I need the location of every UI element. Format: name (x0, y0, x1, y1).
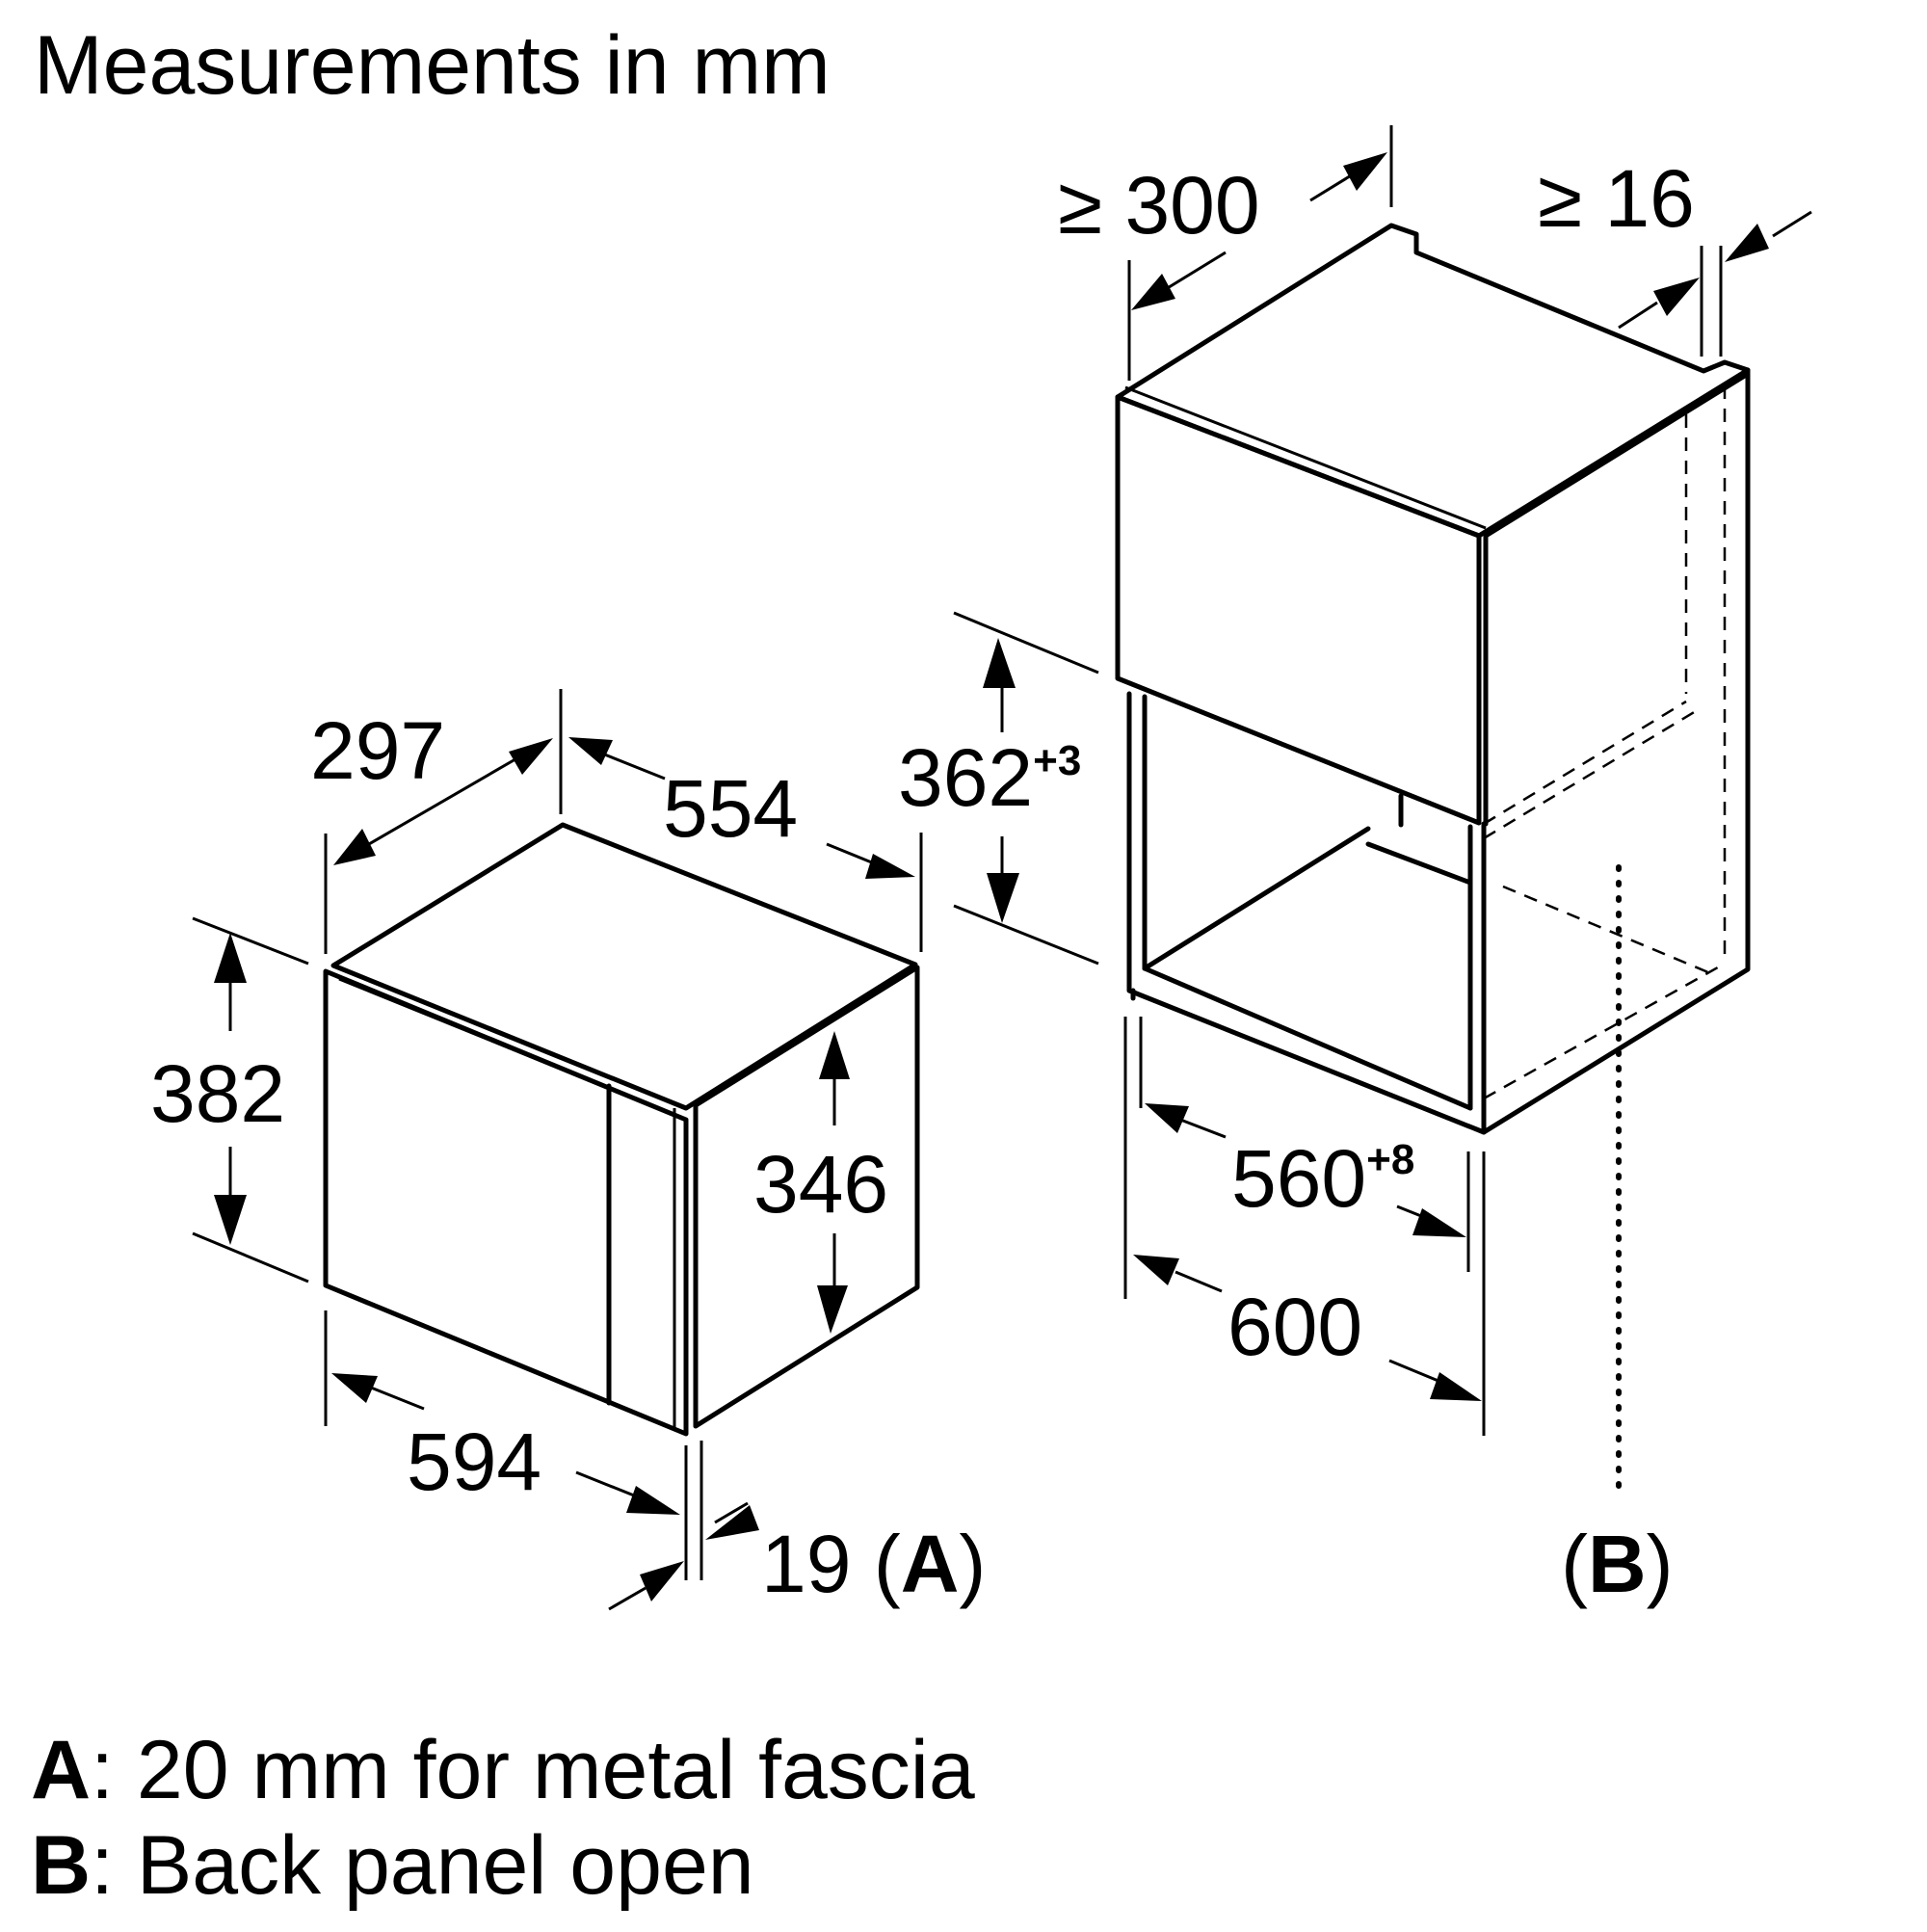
appliance-drawing: 297 554 382 346 594 19 (A) (150, 689, 986, 1611)
dim-label-300: ≥ 300 (1058, 160, 1260, 251)
arrow-560-b (1412, 1208, 1466, 1237)
niche-hidden-line (1483, 700, 1687, 826)
dim-label-19: 19 (A) (761, 1519, 986, 1609)
dim-label-594: 594 (407, 1416, 541, 1507)
dim-line-16-b (1772, 210, 1812, 238)
arrow-19-b (640, 1561, 684, 1601)
back-panel-ref: (B) (1561, 1519, 1674, 1609)
arrow-600-a (1133, 1255, 1179, 1285)
arrow-300-b (1343, 152, 1387, 191)
niche-hidden-line (1483, 709, 1697, 840)
note-b: B: Back panel open (31, 1819, 754, 1912)
dim-label-297: 297 (310, 705, 445, 796)
arrow-560-a (1145, 1103, 1189, 1133)
dim-label-16: ≥ 16 (1538, 153, 1695, 244)
arrow-362-a (983, 638, 1016, 688)
dim-line-560-a (1175, 1116, 1227, 1139)
niche-right-wall (1481, 367, 1751, 1135)
note-a: A: 20 mm for metal fascia (31, 1724, 975, 1816)
dim-line-554-b (826, 842, 880, 867)
drawing-title: Measurements in mm (34, 19, 831, 112)
dim-label-382: 382 (150, 1048, 285, 1139)
niche-drawing: ≥ 300 ≥ 16 362+3 560+8 600 (B) (898, 125, 1812, 1609)
niche-inner-bottom (1142, 966, 1473, 1111)
dim-label-346: 346 (753, 1139, 888, 1230)
notes-legend: A: 20 mm for metal fascia B: Back panel … (31, 1724, 975, 1912)
dim-line-594-b (575, 1470, 645, 1501)
dim-line-594-a (370, 1386, 425, 1411)
dim-line-19-b (608, 1586, 647, 1611)
arrow-346-a (819, 1031, 850, 1079)
arrow-594-b (626, 1486, 680, 1515)
niche-hidden-line (1483, 962, 1726, 1100)
dim-label-554: 554 (663, 763, 798, 854)
arrow-16-b (1725, 224, 1769, 262)
arrow-16-a (1653, 278, 1700, 316)
appliance-fascia-edge (338, 977, 687, 1122)
arrow-554-b (865, 854, 915, 879)
arrow-600-b (1430, 1372, 1482, 1401)
appliance-top (330, 822, 918, 1111)
dim-line-297 (361, 754, 521, 850)
niche-floor-back-edge (1142, 826, 1371, 971)
arrow-297-b (509, 738, 553, 775)
niche-floor-ledge (1365, 841, 1473, 886)
dim-label-362: 362+3 (898, 732, 1081, 823)
dim-line-19-a (714, 1501, 749, 1524)
dim-line-554-a (596, 750, 666, 781)
ext-line (192, 916, 309, 966)
ext-line (953, 611, 1099, 675)
dim-line-300-b (1309, 172, 1354, 202)
ext-line (953, 904, 1099, 966)
dim-label-600: 600 (1227, 1282, 1362, 1372)
niche-top-side-edge (1483, 371, 1751, 539)
dim-label-560: 560+8 (1231, 1133, 1414, 1224)
arrow-554-a (568, 737, 613, 765)
niche-left-wall (1126, 691, 1487, 1135)
arrow-382-a (214, 933, 247, 983)
dim-line-600-b (1388, 1359, 1446, 1386)
arrow-346-b (817, 1285, 848, 1334)
arrow-297-a (333, 829, 376, 865)
arrow-300-a (1131, 274, 1175, 310)
arrow-382-b (214, 1195, 247, 1245)
dim-line-16-a (1618, 301, 1658, 330)
arrow-362-b (987, 873, 1019, 923)
appliance-front (323, 968, 689, 1437)
arrow-594-a (331, 1373, 378, 1403)
arrow-19-a (705, 1505, 759, 1540)
niche-hidden-line (1502, 885, 1716, 977)
niche-top-front (1115, 394, 1482, 826)
dim-line-300-a (1165, 251, 1227, 291)
niche-top-surface (1115, 223, 1751, 539)
ext-line (192, 1231, 309, 1284)
niche-top-edge (1124, 385, 1487, 530)
dim-line-600-a (1175, 1270, 1223, 1293)
appliance-side (693, 965, 920, 1429)
